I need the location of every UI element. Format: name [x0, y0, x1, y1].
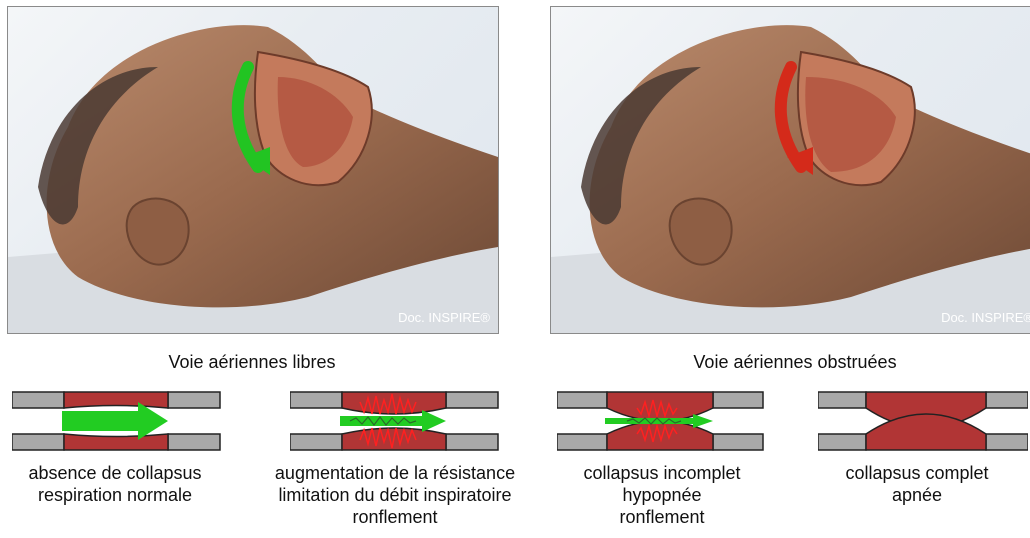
caption-complete-collapse: collapsus complet apnée — [812, 462, 1022, 506]
caption-line: apnée — [812, 484, 1022, 506]
tube-lower-right — [446, 434, 498, 450]
tube-upper-right — [713, 392, 763, 408]
tube-lower-right — [986, 434, 1028, 450]
caption-line: absence de collapsus — [10, 462, 220, 484]
airway-diagram-complete-collapse — [818, 390, 1028, 452]
caption-line: limitation du débit inspiratoire — [245, 484, 545, 506]
tube-lower-left — [290, 434, 342, 450]
caption-increased-resistance: augmentation de la résistance limitation… — [245, 462, 545, 528]
tube-upper-right — [168, 392, 220, 408]
tube-lower-left — [12, 434, 64, 450]
tube-upper-left — [290, 392, 342, 408]
caption-incomplete-collapse: collapsus incomplet hypopnée ronflement — [557, 462, 767, 528]
tube-lower-left — [557, 434, 607, 450]
section-title-free-airway: Voie aériennes libres — [52, 352, 452, 373]
airway-diagram-incomplete-collapse — [557, 390, 767, 452]
tube-lower-right — [168, 434, 220, 450]
caption-line: respiration normale — [10, 484, 220, 506]
section-title-obstructed-airway: Voie aériennes obstruées — [595, 352, 995, 373]
head-profile-illustration — [8, 7, 498, 333]
tube-upper-left — [557, 392, 607, 408]
caption-line: collapsus incomplet — [557, 462, 767, 484]
photo-credit: Doc. INSPIRE® — [398, 310, 490, 325]
caption-no-collapse: absence de collapsus respiration normale — [10, 462, 220, 506]
airway-open-illustration: Doc. INSPIRE® — [7, 6, 499, 334]
tube-lower-right — [713, 434, 763, 450]
tube-upper-left — [12, 392, 64, 408]
tube-upper-left — [818, 392, 866, 408]
photo-credit: Doc. INSPIRE® — [941, 310, 1030, 325]
tissue-lower — [64, 434, 168, 450]
tissue-upper — [64, 392, 168, 408]
caption-line: ronflement — [245, 506, 545, 528]
airflow-arrow — [62, 402, 168, 440]
airway-diagram-increased-resistance — [290, 390, 500, 452]
caption-line: ronflement — [557, 506, 767, 528]
airway-obstructed-illustration: Doc. INSPIRE® — [550, 6, 1030, 334]
airway-diagram-no-collapse — [12, 390, 222, 452]
head-profile-illustration — [551, 7, 1030, 333]
tube-upper-right — [986, 392, 1028, 408]
caption-line: augmentation de la résistance — [245, 462, 545, 484]
caption-line: hypopnée — [557, 484, 767, 506]
tube-lower-left — [818, 434, 866, 450]
tube-upper-right — [446, 392, 498, 408]
caption-line: collapsus complet — [812, 462, 1022, 484]
tissue-lower — [866, 414, 986, 450]
